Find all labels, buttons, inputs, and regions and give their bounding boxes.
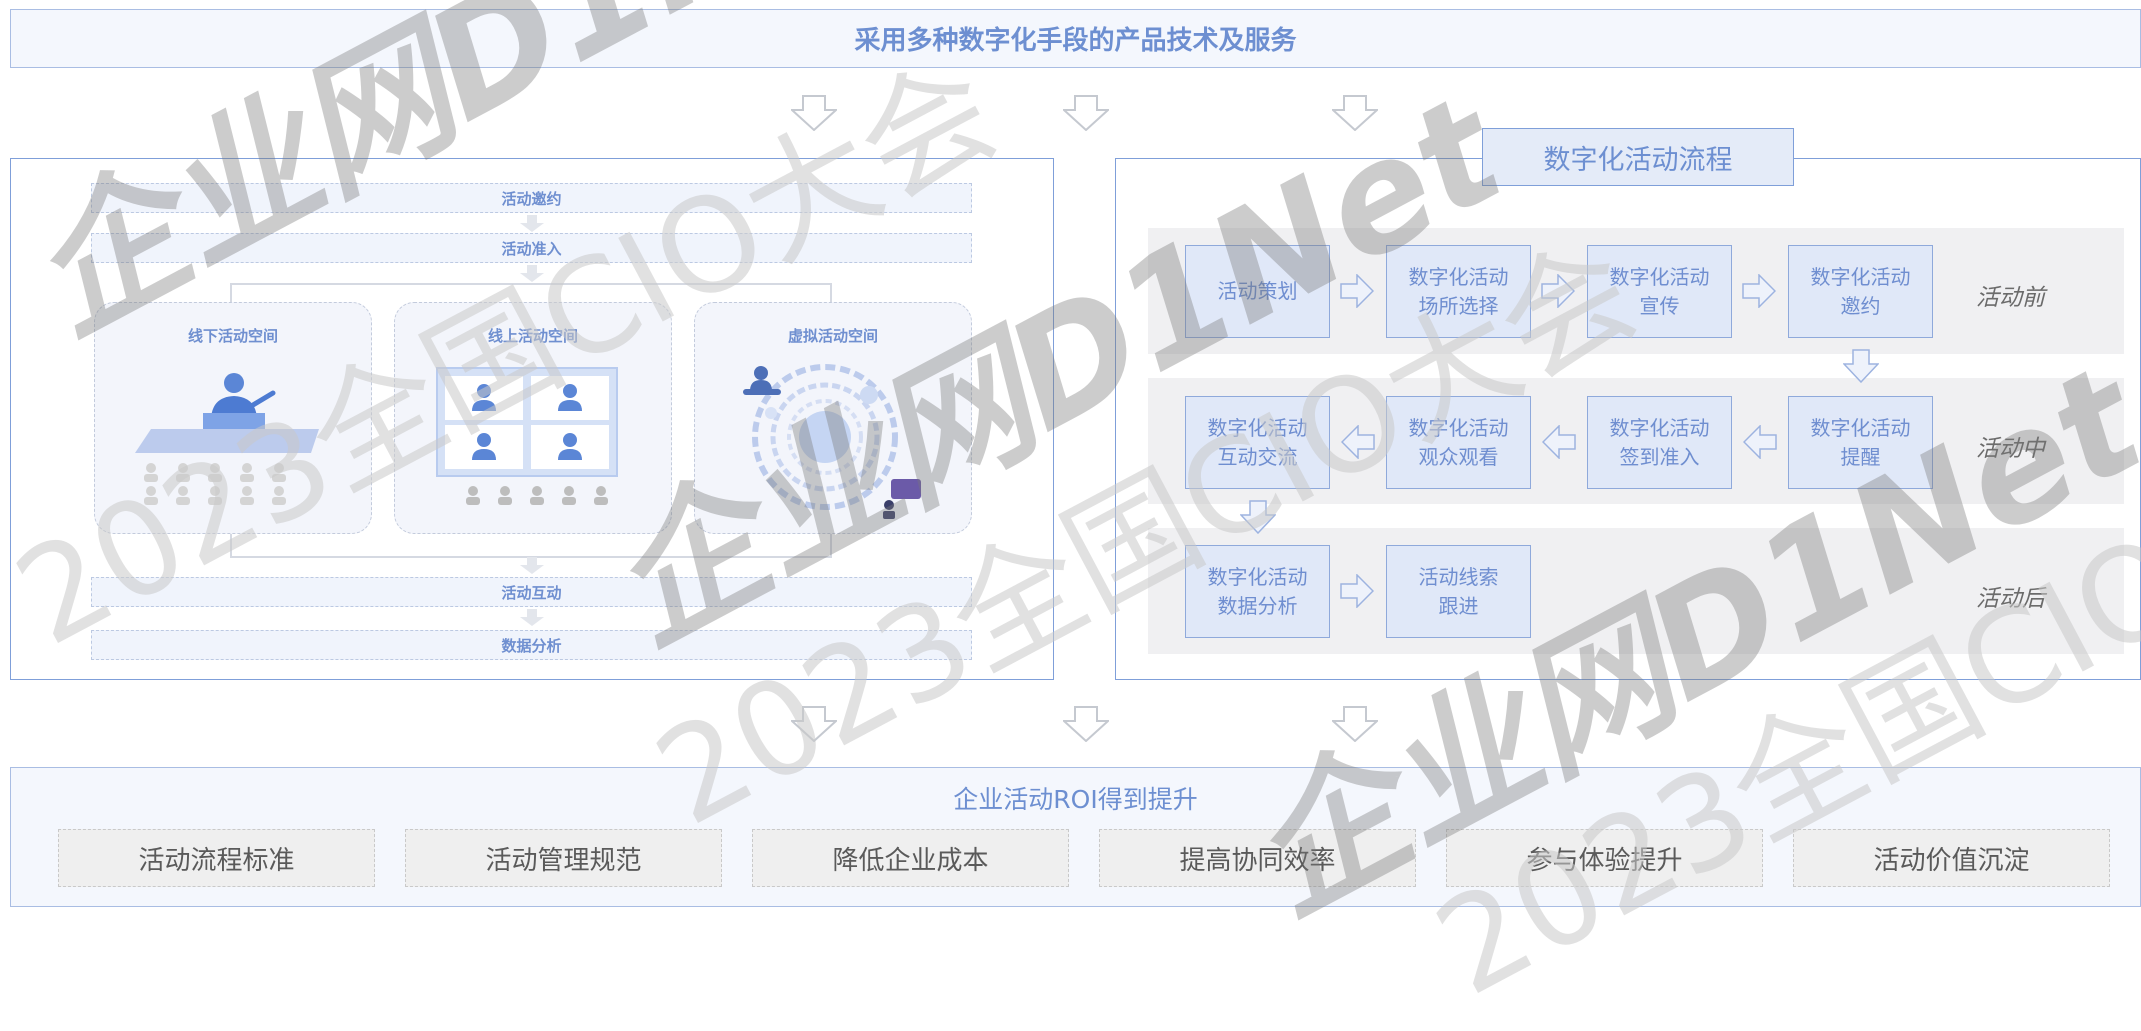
benefit-process-standard: 活动流程标准 xyxy=(58,829,375,887)
right-arrow-icon xyxy=(1340,274,1374,308)
step-invitation: 数字化活动 邀约 xyxy=(1788,245,1933,338)
step-data-analysis: 数字化活动 数据分析 xyxy=(1185,545,1330,638)
step-audience-viewing: 数字化活动 观众观看 xyxy=(1386,396,1531,489)
stage-label-during: 活动中 xyxy=(1976,436,2045,462)
left-arrow-icon xyxy=(1743,425,1777,459)
right-arrow-icon xyxy=(1541,274,1575,308)
step-venue-selection: 数字化活动 场所选择 xyxy=(1386,245,1531,338)
online-space-title: 线上活动空间 xyxy=(487,327,578,345)
bar-activity-invite: 活动邀约 xyxy=(91,183,972,213)
down-arrow-icon xyxy=(1332,95,1378,131)
top-connector xyxy=(230,283,832,303)
video-meeting-screen-icon xyxy=(436,367,618,505)
flow-title: 数字化活动流程 xyxy=(1482,128,1794,186)
down-arrow-icon xyxy=(791,706,837,742)
bottom-connector xyxy=(230,534,832,558)
down-arrow-icon xyxy=(1063,95,1109,131)
stage-label-after: 活动后 xyxy=(1976,586,2045,612)
top-banner-title: 采用多种数字化手段的产品技术及服务 xyxy=(854,26,1297,56)
small-down-arrow-icon xyxy=(520,609,544,626)
left-arrow-icon xyxy=(1341,425,1375,459)
speaker-podium-audience-icon xyxy=(135,373,319,505)
step-interaction: 数字化活动 互动交流 xyxy=(1185,396,1330,489)
benefit-experience: 参与体验提升 xyxy=(1446,829,1763,887)
bar-data-analysis: 数据分析 xyxy=(91,630,972,660)
right-arrow-icon xyxy=(1742,274,1776,308)
benefit-value-accumulation: 活动价值沉淀 xyxy=(1793,829,2110,887)
offline-space-title: 线下活动空间 xyxy=(187,327,278,345)
roi-title: 企业活动ROI得到提升 xyxy=(953,785,1198,814)
down-arrow-icon xyxy=(1332,706,1378,742)
step-reminder: 数字化活动 提醒 xyxy=(1788,396,1933,489)
virtual-space-card: 虚拟活动空间 xyxy=(694,302,972,534)
down-arrow-icon xyxy=(791,95,837,131)
small-down-arrow-icon xyxy=(520,215,544,232)
step-lead-followup: 活动线索 跟进 xyxy=(1386,545,1531,638)
top-banner: 采用多种数字化手段的产品技术及服务 xyxy=(10,9,2141,68)
virtual-space-title: 虚拟活动空间 xyxy=(787,327,878,345)
down-flow-arrow-icon xyxy=(1843,349,1879,383)
online-space-card: 线上活动空间 xyxy=(394,302,672,534)
benefit-collaboration: 提高协同效率 xyxy=(1099,829,1416,887)
virtual-space-orbit-icon xyxy=(743,364,921,519)
down-arrow-icon xyxy=(1063,706,1109,742)
step-promotion: 数字化活动 宣传 xyxy=(1587,245,1732,338)
benefit-management-norms: 活动管理规范 xyxy=(405,829,722,887)
stage-label-before: 活动前 xyxy=(1976,285,2045,311)
small-down-arrow-icon xyxy=(520,265,544,282)
bar-activity-interact: 活动互动 xyxy=(91,577,972,607)
step-activity-planning: 活动策划 xyxy=(1185,245,1330,338)
benefit-reduce-cost: 降低企业成本 xyxy=(752,829,1069,887)
right-arrow-icon xyxy=(1340,574,1374,608)
step-check-in: 数字化活动 签到准入 xyxy=(1587,396,1732,489)
down-flow-arrow-icon xyxy=(1240,500,1276,534)
left-arrow-icon xyxy=(1542,425,1576,459)
offline-space-card: 线下活动空间 xyxy=(94,302,372,534)
bar-activity-admit: 活动准入 xyxy=(91,233,972,263)
small-down-arrow-icon xyxy=(520,557,544,574)
